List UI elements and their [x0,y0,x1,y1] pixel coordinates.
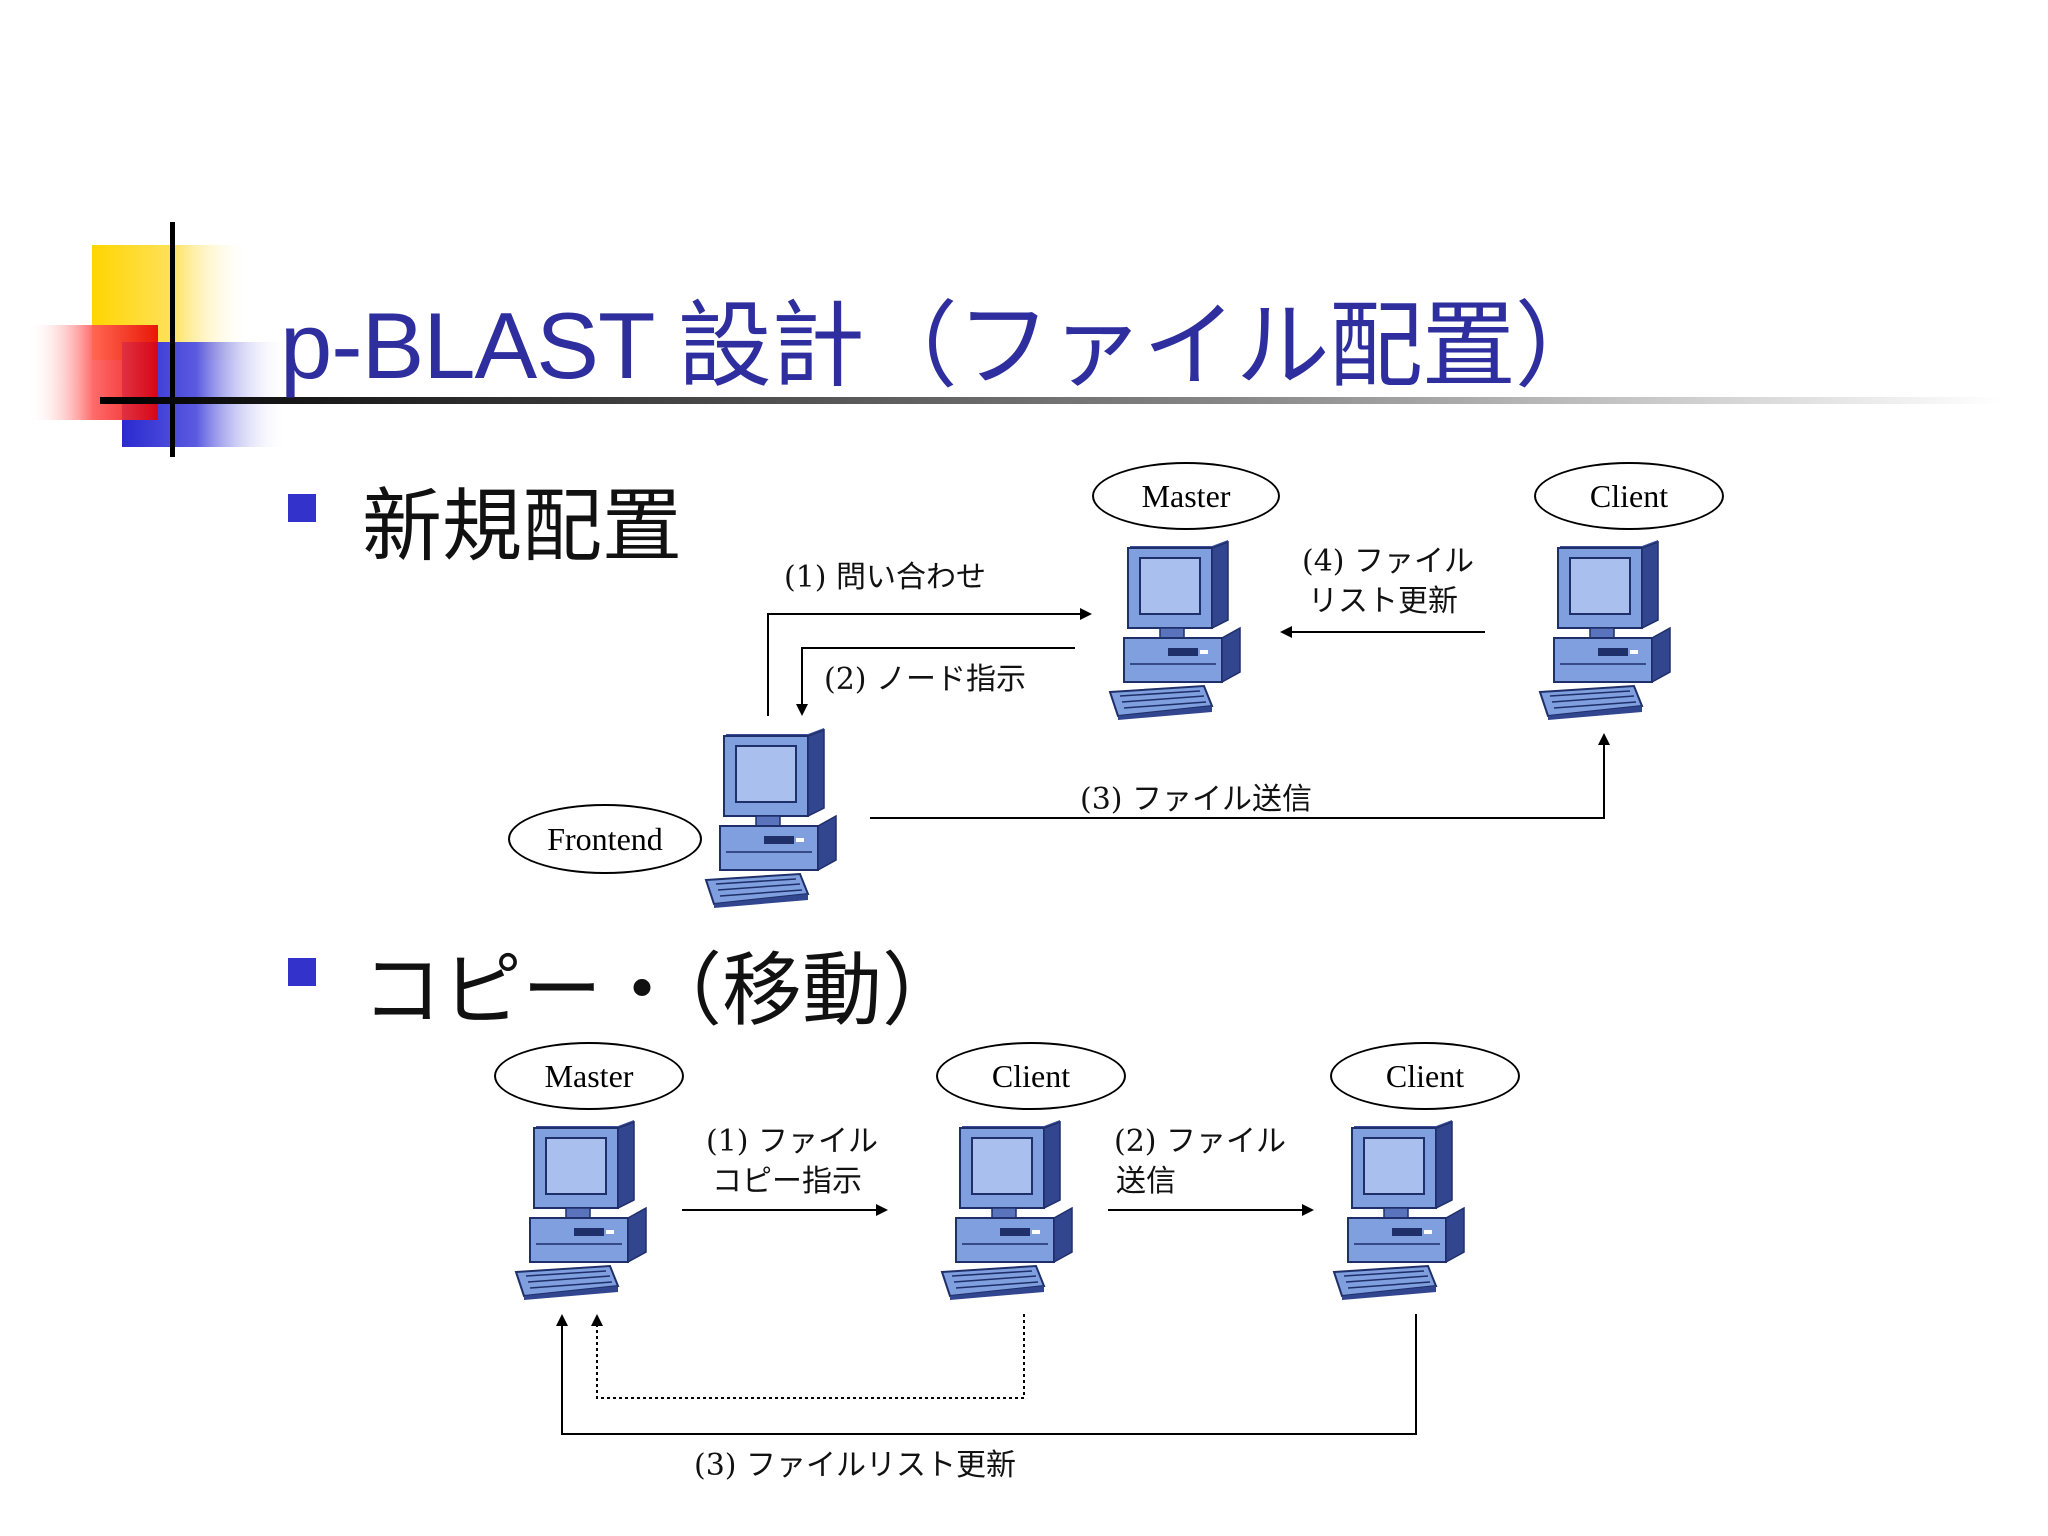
edge-label-list-update: (3) ファイルリスト更新 [694,1448,1017,1483]
bullet-icon [288,958,316,986]
computer-icon [1109,540,1241,720]
node-label-client: Client [1330,1042,1520,1110]
edge-label-copy-instruction-line2: コピー指示 [712,1164,862,1199]
section-label-new-placement: 新規配置 [362,480,682,573]
node-label-client: Client [936,1042,1126,1110]
arrow-file-send [870,733,1610,819]
edge-label-list-update-line2: リスト更新 [1308,584,1458,619]
computer-icon [1333,1120,1465,1300]
decorative-squares [28,222,2000,457]
node-label-master: Master [1092,462,1280,530]
edge-label-node-instruction: (2) ノード指示 [824,662,1027,697]
computer-icon [1539,540,1671,720]
page-title: p-BLAST 設計（ファイル配置） [280,293,1609,398]
arrow-list-update-client2 [556,1314,1417,1435]
section-label-copy-move: コピー・（移動） [362,944,962,1037]
arrow-query [767,608,1092,716]
computer-icon [941,1120,1073,1300]
edge-label-file-transfer-line2: 送信 [1116,1164,1176,1199]
computer-icon [515,1120,647,1300]
computer-icon [705,728,837,908]
arrow-node-instruction [796,647,1075,716]
edge-label-query: (1) 問い合わせ [784,560,987,595]
edge-label-copy-instruction-line1: (1) ファイル [706,1124,879,1159]
node-label-client: Client [1534,462,1724,530]
arrow-list-update-client1 [591,1314,1025,1399]
edge-label-list-update-line1: (4) ファイル [1302,544,1475,579]
bullet-icon [288,494,316,522]
edge-label-file-transfer-line1: (2) ファイル [1114,1124,1287,1159]
node-label-frontend: Frontend [508,804,702,874]
edge-label-file-send: (3) ファイル送信 [1080,782,1313,817]
node-label-master: Master [494,1042,684,1110]
